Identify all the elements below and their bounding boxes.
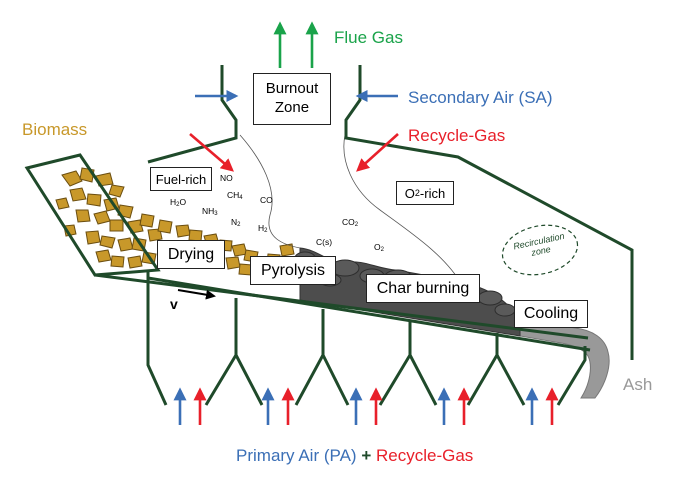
species-o2: O2	[374, 243, 384, 253]
flow-line-left	[239, 134, 301, 249]
species-cs: C(s)	[316, 237, 333, 247]
recirculation-zone-ellipse	[501, 224, 579, 276]
burnout-zone-line2: Zone	[274, 99, 310, 116]
burnout-zone-box: Burnout Zone	[253, 73, 331, 125]
o2-base: O	[374, 242, 381, 252]
flue-gas-label: Flue Gas	[334, 28, 403, 47]
nh3-sub: 3	[214, 211, 218, 217]
n2-base: N	[231, 217, 238, 227]
recycle-gas-bottom-text: Recycle-Gas	[375, 446, 474, 465]
ch4-sub: 4	[239, 195, 243, 201]
h2o-suffix: O	[179, 197, 187, 207]
flue-gas-arrows	[273, 21, 319, 68]
drying-box: Drying	[157, 240, 225, 269]
primary-air-label: Primary Air (PA) + Recycle-Gas	[236, 447, 473, 464]
n2-sub: 2	[237, 222, 241, 228]
cooling-box: Cooling	[514, 300, 588, 328]
co2-base: CO	[342, 217, 355, 227]
ash-label: Ash	[623, 375, 653, 394]
species-nh3: NH3	[202, 207, 218, 217]
windboxes	[146, 286, 587, 406]
fuel-rich-box: Fuel-rich	[150, 167, 212, 191]
primary-air-text: Primary Air (PA)	[236, 446, 357, 465]
species-h2: H2	[258, 224, 267, 234]
recycle-gas-top-label: Recycle-Gas	[408, 126, 506, 145]
primary-air-arrows	[173, 387, 559, 425]
velocity-label: v	[170, 296, 178, 312]
velocity-arrow	[177, 289, 216, 300]
secondary-air-label: Secondary Air (SA)	[408, 88, 553, 107]
o2-rich-sub: 2	[414, 188, 420, 198]
co2-sub: 2	[354, 222, 359, 228]
nh3-base: NH	[202, 206, 215, 216]
o2-rich-suffix: -rich	[419, 185, 446, 201]
species-n2: N2	[231, 218, 240, 228]
pyrolysis-box: Pyrolysis	[250, 256, 336, 285]
species-no: NO	[220, 173, 233, 183]
species-h2o: H2O	[170, 198, 186, 208]
burnout-zone-line1: Burnout	[265, 80, 319, 98]
biomass-label: Biomass	[22, 120, 88, 139]
o2-sub: 2	[380, 247, 384, 253]
h2-base: H	[258, 223, 265, 233]
species-ch4: CH4	[227, 191, 243, 201]
h2o-base: H	[170, 197, 177, 207]
flow-line-right	[343, 134, 463, 286]
h2o-sub: 2	[176, 202, 180, 208]
ch4-base: CH	[227, 190, 240, 200]
o2-rich-prefix: O	[404, 185, 415, 201]
char-burning-box: Char burning	[366, 274, 480, 303]
recycle-gas-arrows	[189, 133, 399, 172]
species-co: CO	[260, 195, 273, 205]
plus-sign: +	[361, 446, 372, 465]
h2-sub: 2	[264, 228, 268, 234]
species-co2: CO2	[342, 218, 358, 228]
